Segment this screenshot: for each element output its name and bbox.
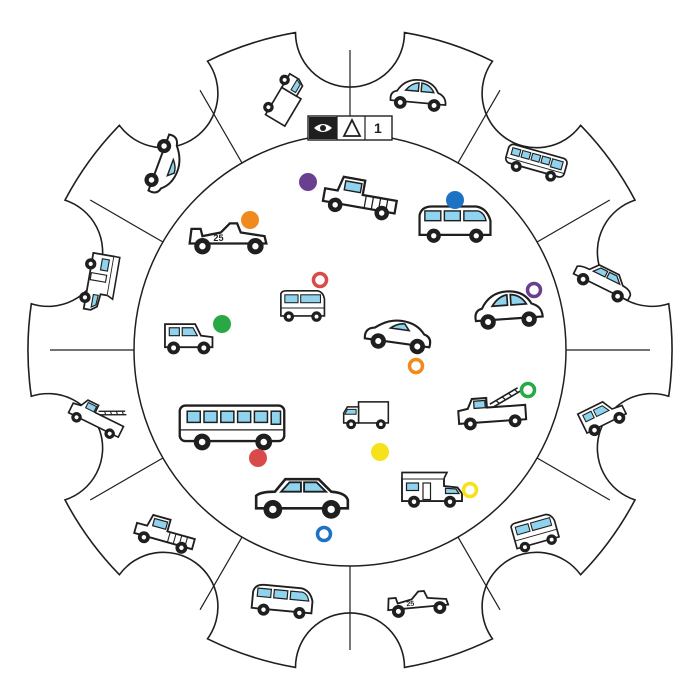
red-ring-marker (311, 271, 329, 289)
slot-divider (89, 199, 164, 243)
green-ring-marker (519, 381, 537, 399)
slot-divider (199, 536, 243, 611)
slot-divider (457, 536, 501, 611)
card-number: 1 (374, 120, 382, 136)
orange-dot-marker (241, 211, 259, 229)
purple-ring-marker (525, 281, 543, 299)
blue-dot-marker (446, 191, 464, 209)
center-vehicle-field (163, 172, 545, 543)
red-dot-marker (249, 449, 267, 467)
yellow-dot-marker (371, 443, 389, 461)
slot-divider (89, 457, 164, 501)
slot-divider (536, 199, 611, 243)
purple-dot-marker (299, 173, 317, 191)
blue-ring-marker (315, 525, 333, 543)
slot-divider (536, 457, 611, 501)
triangle-shape-icon (342, 117, 362, 137)
yellow-ring-marker (461, 481, 479, 499)
card-badge: 1 (307, 115, 393, 141)
slot-divider (199, 89, 243, 164)
slot-divider (457, 89, 501, 164)
orange-ring-marker (407, 357, 425, 375)
green-dot-marker (213, 315, 231, 333)
